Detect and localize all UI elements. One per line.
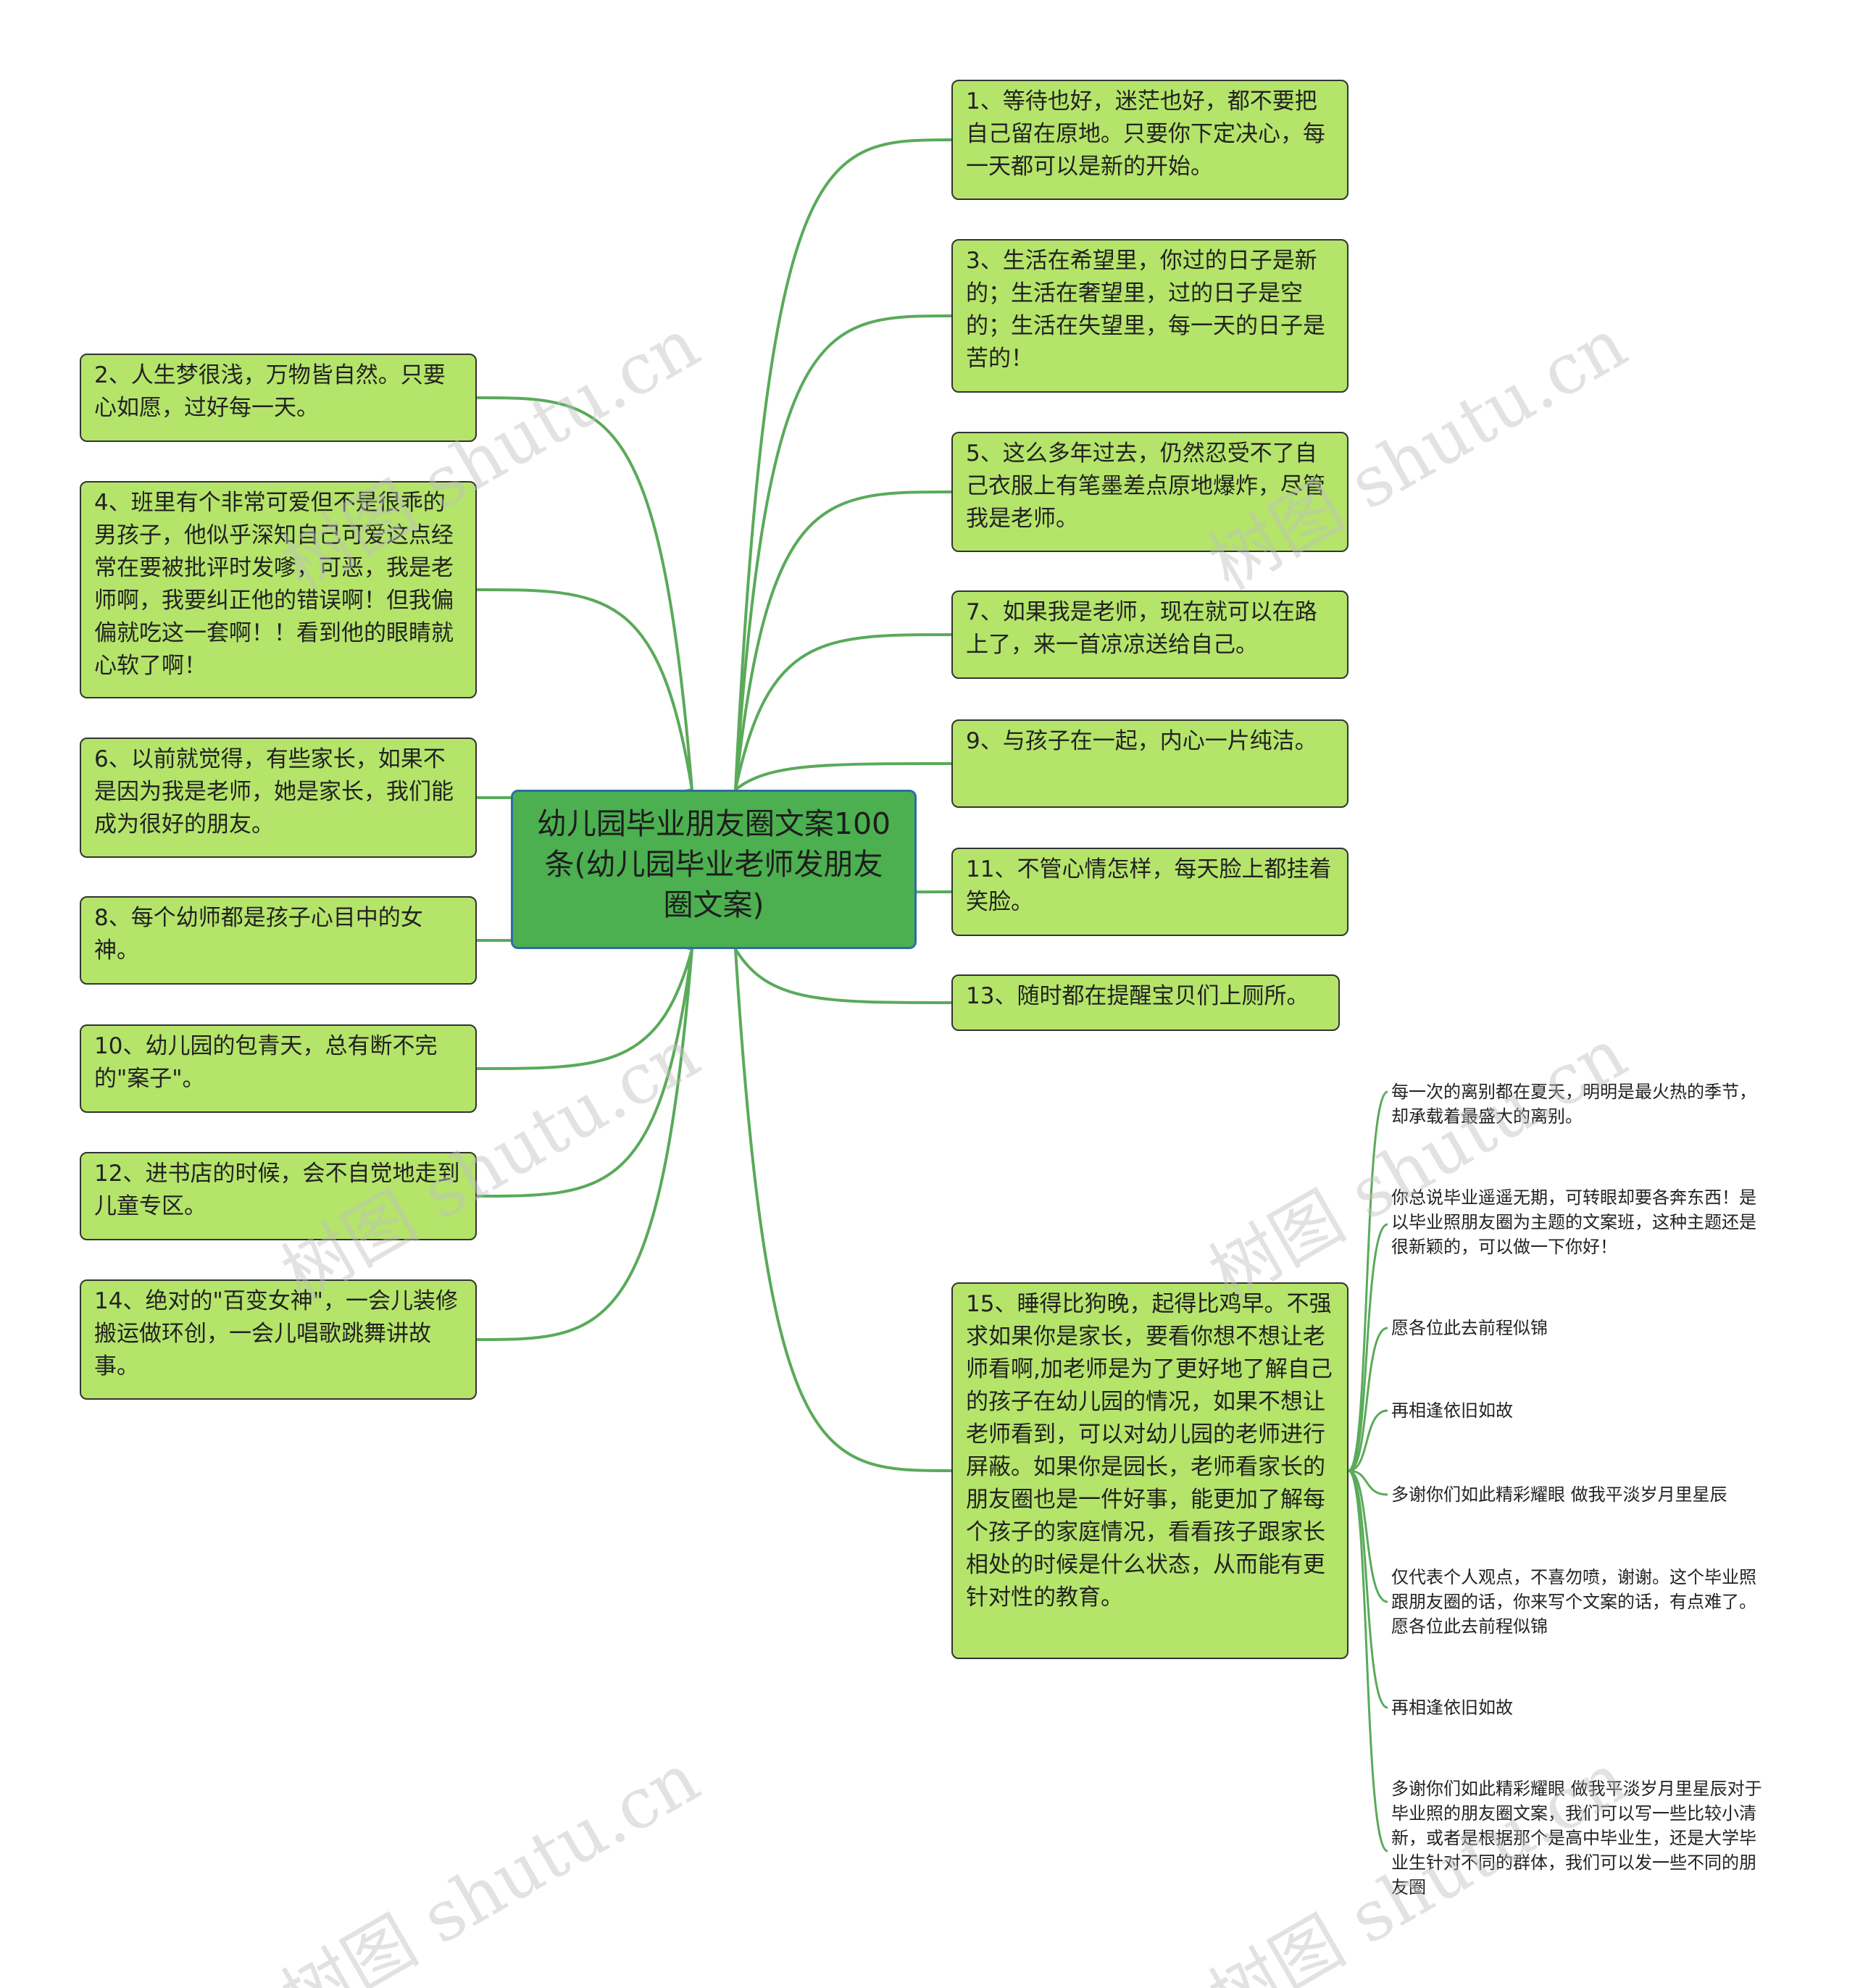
branch-node-9[interactable]: 9、与孩子在一起，内心一片纯洁。 bbox=[951, 719, 1348, 808]
root-title: 幼儿园毕业朋友圈文案100条(幼儿园毕业老师发朋友圈文案) bbox=[536, 806, 891, 922]
branch-node-7[interactable]: 7、如果我是老师，现在就可以在路上了，来一首凉凉送给自己。 bbox=[951, 590, 1348, 679]
connector-leaf bbox=[1348, 1409, 1388, 1472]
connector-right bbox=[734, 633, 952, 790]
connector-leaf bbox=[1348, 1327, 1388, 1472]
branch-node-text: 7、如果我是老师，现在就可以在路上了，来一首凉凉送给自己。 bbox=[966, 599, 1317, 658]
leaf-text-5[interactable]: 多谢你们如此精彩耀眼 做我平淡岁月里星辰 bbox=[1391, 1484, 1727, 1505]
branch-node-text: 14、绝对的"百变女神"，一会儿装修搬运做环创，一会儿唱歌跳舞讲故事。 bbox=[94, 1288, 458, 1379]
branch-node-12[interactable]: 12、进书店的时候，会不自觉地走到儿童专区。 bbox=[80, 1152, 477, 1240]
connector-leaf bbox=[1348, 1223, 1388, 1472]
connector-leaf bbox=[1348, 1469, 1388, 1853]
branch-node-text: 4、班里有个非常可爱但不是很乖的男孩子，他似乎深知自己可爱这点经常在要被批评时发… bbox=[94, 490, 454, 679]
connector-left bbox=[476, 588, 693, 790]
leaf-text-6[interactable]: 仅代表个人观点，不喜勿喷，谢谢。这个毕业照跟朋友圈的话，你来写个文案的话，有点难… bbox=[1391, 1567, 1756, 1637]
leaf-text-8[interactable]: 多谢你们如此精彩耀眼 做我平淡岁月里星辰对于毕业照的朋友圈文案，我们可以写一些比… bbox=[1391, 1779, 1762, 1897]
branch-node-text: 13、随时都在提醒宝贝们上厕所。 bbox=[966, 983, 1309, 1009]
branch-node-15[interactable]: 15、睡得比狗晚，起得比鸡早。不强求如果你是家长，要看你想不想让老师看啊,加老师… bbox=[951, 1282, 1348, 1659]
leaf-text-7[interactable]: 再相逢依旧如故 bbox=[1391, 1697, 1513, 1718]
branch-node-text: 3、生活在希望里，你过的日子是新的；生活在奢望里，过的日子是空的；生活在失望里，… bbox=[966, 248, 1325, 372]
branch-node-text: 11、不管心情怎样，每天脸上都挂着笑脸。 bbox=[966, 856, 1332, 915]
connector-left bbox=[476, 948, 693, 1070]
branch-node-text: 2、人生梦很浅，万物皆自然。只要心如愿，过好每一天。 bbox=[94, 362, 446, 421]
connector-left bbox=[476, 948, 693, 1341]
branch-node-text: 12、进书店的时候，会不自觉地走到儿童专区。 bbox=[94, 1161, 460, 1219]
branch-node-2[interactable]: 2、人生梦很浅，万物皆自然。只要心如愿，过好每一天。 bbox=[80, 354, 477, 442]
branch-node-14[interactable]: 14、绝对的"百变女神"，一会儿装修搬运做环创，一会儿唱歌跳舞讲故事。 bbox=[80, 1279, 477, 1400]
connector-right bbox=[734, 138, 952, 790]
branch-node-text: 9、与孩子在一起，内心一片纯洁。 bbox=[966, 728, 1317, 754]
branch-node-11[interactable]: 11、不管心情怎样，每天脸上都挂着笑脸。 bbox=[951, 848, 1348, 936]
branch-node-3[interactable]: 3、生活在希望里，你过的日子是新的；生活在奢望里，过的日子是空的；生活在失望里，… bbox=[951, 239, 1348, 393]
connector-leaf bbox=[1348, 1090, 1388, 1472]
branch-node-1[interactable]: 1、等待也好，迷茫也好，都不要把自己留在原地。只要你下定决心，每一天都可以是新的… bbox=[951, 80, 1348, 200]
connector-leaf bbox=[1348, 1469, 1388, 1709]
connector-leaf bbox=[1348, 1469, 1388, 1496]
leaf-text-3[interactable]: 愿各位此去前程似锦 bbox=[1391, 1318, 1548, 1338]
branch-node-5[interactable]: 5、这么多年过去，仍然忍受不了自己衣服上有笔墨差点原地爆炸，尽管我是老师。 bbox=[951, 432, 1348, 552]
connector-right bbox=[734, 762, 952, 791]
connector-left bbox=[476, 396, 693, 790]
branch-node-text: 8、每个幼师都是孩子心目中的女神。 bbox=[94, 905, 423, 964]
leaf-text-4[interactable]: 再相逢依旧如故 bbox=[1391, 1400, 1513, 1421]
branch-node-8[interactable]: 8、每个幼师都是孩子心目中的女神。 bbox=[80, 896, 477, 985]
branch-node-6[interactable]: 6、以前就觉得，有些家长，如果不是因为我是老师，她是家长，我们能成为很好的朋友。 bbox=[80, 738, 477, 858]
branch-node-4[interactable]: 4、班里有个非常可爱但不是很乖的男孩子，他似乎深知自己可爱这点经常在要被批评时发… bbox=[80, 481, 477, 698]
connector-right bbox=[734, 948, 952, 1004]
branch-node-text: 6、以前就觉得，有些家长，如果不是因为我是老师，她是家长，我们能成为很好的朋友。 bbox=[94, 746, 454, 838]
branch-node-text: 15、睡得比狗晚，起得比鸡早。不强求如果你是家长，要看你想不想让老师看啊,加老师… bbox=[966, 1291, 1333, 1611]
branch-node-text: 10、幼儿园的包青天，总有断不完的"案子"。 bbox=[94, 1033, 438, 1092]
root-node[interactable]: 幼儿园毕业朋友圈文案100条(幼儿园毕业老师发朋友圈文案) bbox=[511, 790, 917, 949]
branch-node-text: 1、等待也好，迷茫也好，都不要把自己留在原地。只要你下定决心，每一天都可以是新的… bbox=[966, 88, 1325, 180]
leaf-text-2[interactable]: 你总说毕业遥遥无期，可转眼却要各奔东西！是以毕业照朋友圈为主题的文案班，这种主题… bbox=[1391, 1187, 1756, 1257]
branch-node-13[interactable]: 13、随时都在提醒宝贝们上厕所。 bbox=[951, 974, 1340, 1031]
connector-right bbox=[734, 948, 952, 1472]
branch-node-10[interactable]: 10、幼儿园的包青天，总有断不完的"案子"。 bbox=[80, 1024, 477, 1113]
connector-right bbox=[734, 490, 952, 790]
connector-right bbox=[734, 314, 952, 790]
branch-node-text: 5、这么多年过去，仍然忍受不了自己衣服上有笔墨差点原地爆炸，尽管我是老师。 bbox=[966, 440, 1325, 532]
leaf-text-1[interactable]: 每一次的离别都在夏天，明明是最火热的季节，却承载着最盛大的离别。 bbox=[1391, 1082, 1756, 1127]
connector-left bbox=[476, 948, 693, 1198]
connector-leaf bbox=[1348, 1469, 1388, 1603]
